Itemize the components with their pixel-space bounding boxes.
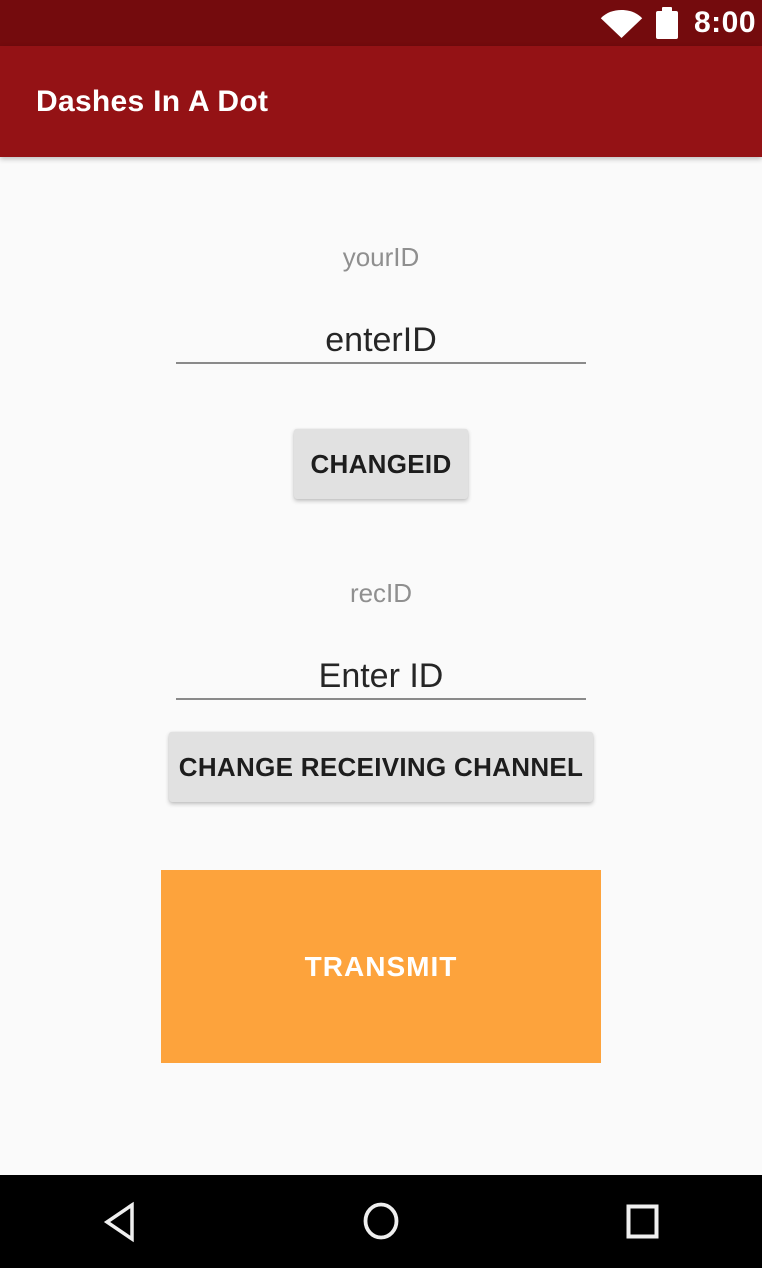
change-id-button[interactable]: CHANGEID: [294, 429, 468, 499]
wifi-icon: [600, 10, 643, 38]
rec-id-input[interactable]: [176, 654, 586, 700]
transmit-button[interactable]: TRANSMIT: [161, 870, 601, 1063]
page-title: Dashes In A Dot: [36, 84, 269, 118]
status-time: 8:00: [693, 6, 756, 39]
rec-id-label: recID: [349, 578, 413, 608]
battery-icon: [655, 7, 678, 39]
back-icon[interactable]: [101, 1201, 138, 1243]
recents-icon[interactable]: [626, 1204, 660, 1240]
status-bar: 8:00: [0, 0, 762, 46]
your-id-input[interactable]: [176, 318, 586, 364]
home-icon[interactable]: [363, 1202, 399, 1240]
main-content: yourID CHANGEID recID CHANGE RECEIVING C…: [0, 157, 762, 1175]
change-receiving-channel-button[interactable]: CHANGE RECEIVING CHANNEL: [169, 732, 593, 802]
your-id-label: yourID: [342, 242, 420, 272]
navigation-bar: [0, 1175, 762, 1268]
app-bar: Dashes In A Dot: [0, 46, 762, 157]
